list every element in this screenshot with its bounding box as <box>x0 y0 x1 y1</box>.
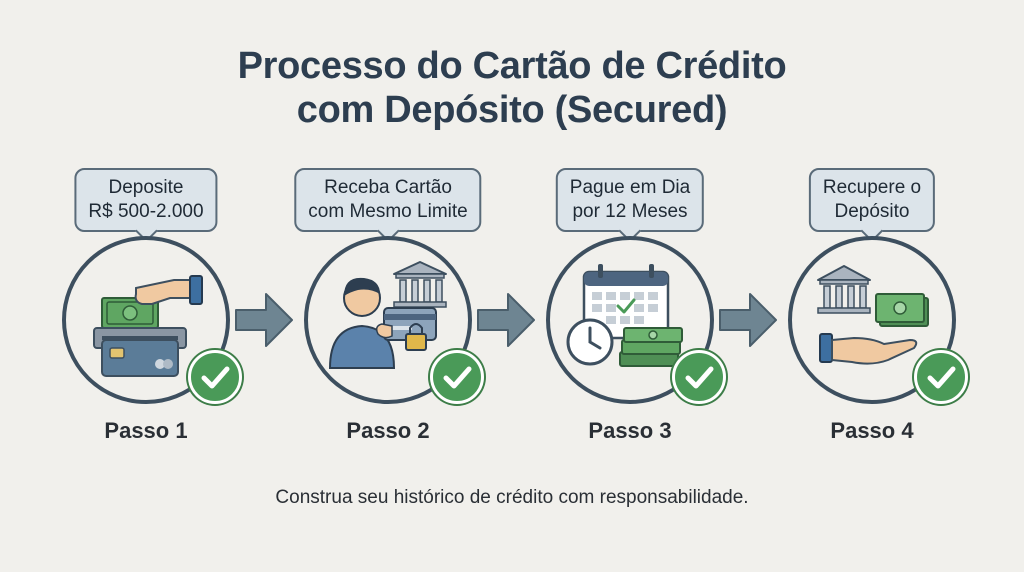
step-1-bubble-line-1: Deposite <box>108 177 184 198</box>
step-2-bubble-line-2: com Mesmo Limite <box>308 201 468 222</box>
step-4-check-icon <box>914 350 968 404</box>
step-3-bubble: Pague em Dia por 12 Meses <box>555 168 705 232</box>
step-1-check-icon <box>188 350 242 404</box>
step-2-bubble-line-1: Receba Cartão <box>324 177 452 198</box>
step-3: Pague em Dia por 12 Meses <box>510 0 750 460</box>
step-3-check-icon <box>672 350 726 404</box>
arrow-right-icon <box>235 293 293 347</box>
arrow-right-icon <box>477 293 535 347</box>
step-2-circle <box>304 236 484 404</box>
page-title: Processo do Cartão de Crédito com Depósi… <box>0 44 1024 132</box>
step-2: Receba Cartão com Mesmo Limite <box>268 0 508 460</box>
step-1-bubble-line-2: R$ 500-2.000 <box>88 201 204 222</box>
step-2-bubble: Receba Cartão com Mesmo Limite <box>294 168 482 232</box>
card-deposit-icon <box>93 275 203 377</box>
title-line-1: Processo do Cartão de Crédito <box>237 45 787 87</box>
step-3-label: Passo 3 <box>588 418 672 443</box>
step-3-bubble-line-2: por 12 Meses <box>572 201 688 222</box>
step-1: Deposite R$ 500-2.000 Passo 1 <box>26 0 266 460</box>
step-4-bubble: Recupere o Depósito <box>808 168 936 232</box>
step-1-bubble: Deposite R$ 500-2.000 <box>74 168 218 232</box>
step-1-label: Passo 1 <box>104 418 188 443</box>
step-2-check-icon <box>430 350 484 404</box>
step-1-circle <box>62 236 242 404</box>
bank-money-hand-icon <box>817 265 929 365</box>
step-4-label: Passo 4 <box>830 418 914 443</box>
step-4-circle <box>788 236 968 404</box>
title-line-2: com Depósito (Secured) <box>296 89 728 131</box>
footer-caption: Construa seu histórico de crédito com re… <box>275 487 749 508</box>
arrow-right-icon <box>719 293 777 347</box>
step-4-bubble-line-1: Recupere o <box>822 177 922 198</box>
person-card-bank-icon <box>328 261 447 369</box>
step-2-label: Passo 2 <box>346 418 430 443</box>
step-4: Recupere o Depósito Passo 4 <box>752 0 992 460</box>
calendar-clock-money-icon <box>566 264 683 367</box>
step-4-bubble-line-2: Depósito <box>834 201 910 222</box>
step-3-circle <box>546 236 726 404</box>
step-3-bubble-line-1: Pague em Dia <box>569 177 691 198</box>
